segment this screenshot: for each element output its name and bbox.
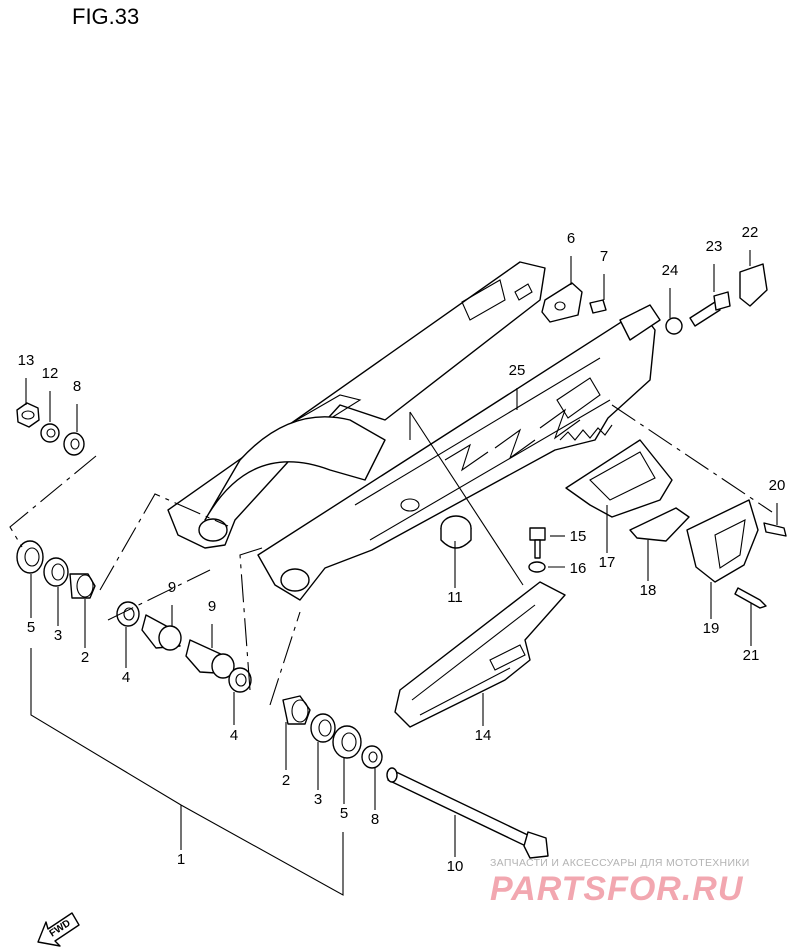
callout-12: 12 <box>42 365 59 382</box>
callout-1: 1 <box>177 851 185 868</box>
callout-9-right: 9 <box>208 598 216 615</box>
callout-9-left: 9 <box>168 579 176 596</box>
forward-direction-indicator: FWD <box>37 912 80 947</box>
callout-25: 25 <box>509 362 526 379</box>
callout-3-left: 3 <box>54 627 62 644</box>
callout-24: 24 <box>662 262 679 279</box>
callout-20: 20 <box>769 477 786 494</box>
callout-17: 17 <box>599 554 616 571</box>
callout-2-left: 2 <box>81 649 89 666</box>
assembly-dash-lines <box>9 404 773 706</box>
chain-guard <box>394 581 566 728</box>
callout-16: 16 <box>570 560 587 577</box>
fwd-arrow-icon <box>37 912 80 947</box>
pivot-hardware-left <box>16 402 252 693</box>
pivot-shaft <box>386 767 549 859</box>
pivot-cap <box>440 515 472 549</box>
watermark: ЗАПЧАСТИ И АКСЕССУАРЫ ДЛЯ МОТОТЕХНИКИ PA… <box>490 857 750 908</box>
callout-11: 11 <box>447 589 463 606</box>
callout-2-right: 2 <box>282 772 290 789</box>
callout-8-left: 8 <box>73 378 81 395</box>
callout-4-right: 4 <box>230 727 238 744</box>
callout-4-left: 4 <box>122 669 130 686</box>
callout-21: 21 <box>743 647 760 664</box>
callout-13: 13 <box>18 352 35 369</box>
callout-10: 10 <box>447 858 464 875</box>
leader-lines <box>25 250 778 896</box>
upper-fasteners <box>541 263 768 335</box>
callout-19: 19 <box>703 620 720 637</box>
callout-5-right: 5 <box>340 805 348 822</box>
callout-22: 22 <box>742 224 759 241</box>
callout-3-right: 3 <box>314 791 322 808</box>
callout-7: 7 <box>600 248 608 265</box>
callout-6: 6 <box>567 230 575 247</box>
callout-18: 18 <box>640 582 657 599</box>
watermark-tagline: ЗАПЧАСТИ И АКСЕССУАРЫ ДЛЯ МОТОТЕХНИКИ <box>490 857 750 869</box>
pivot-hardware-right <box>282 695 383 769</box>
callout-14: 14 <box>475 727 492 744</box>
callout-5-left: 5 <box>27 619 35 636</box>
chain-guide-assembly <box>528 439 787 609</box>
callout-8-right: 8 <box>371 811 379 828</box>
watermark-logo: PARTSFOR.RU <box>490 870 744 908</box>
swingarm <box>167 261 661 601</box>
callout-23: 23 <box>706 238 723 255</box>
figure-title: FIG.33 <box>72 4 140 29</box>
callout-15: 15 <box>570 528 587 545</box>
callout-labels: 13 12 8 5 3 2 4 9 9 4 2 3 5 8 1 10 11 14… <box>18 224 786 875</box>
